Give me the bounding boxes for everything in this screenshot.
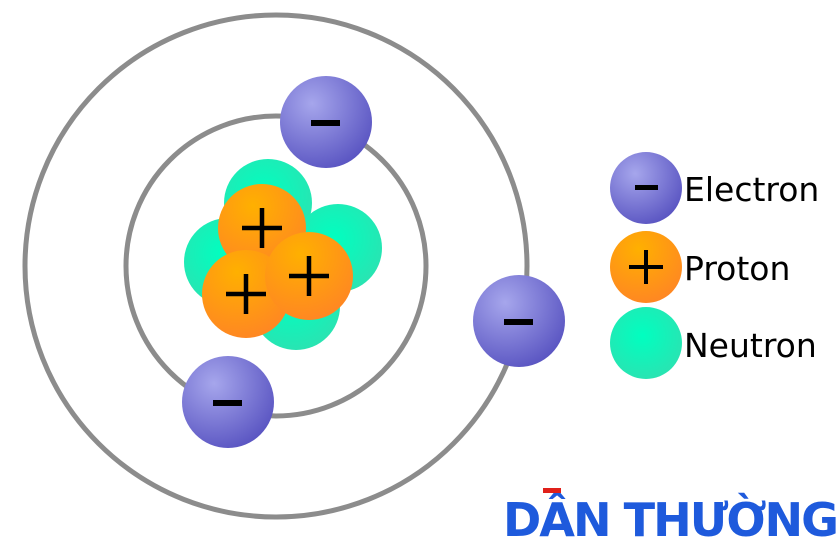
plus-icon — [242, 208, 282, 248]
plus-icon — [629, 250, 663, 284]
minus-icon — [504, 319, 533, 325]
inner-orbit — [123, 113, 429, 419]
proton — [265, 232, 353, 320]
legend-electron-swatch — [610, 152, 682, 224]
minus-icon — [635, 185, 658, 190]
nucleus — [184, 159, 382, 350]
legend-proton-swatch — [610, 231, 682, 303]
electron — [473, 275, 565, 367]
minus-icon — [311, 120, 340, 126]
legend-neutron-swatch — [610, 307, 682, 379]
svg-text:DÂN THƯỜNG: DÂN THƯỜNG — [503, 493, 837, 546]
electron — [182, 356, 274, 448]
legend-electron-label: Electron — [684, 170, 820, 209]
minus-icon — [213, 400, 242, 406]
plus-icon — [289, 256, 329, 296]
watermark-logo: DÂN THƯỜNG — [503, 488, 839, 546]
outer-orbit — [22, 12, 530, 520]
legend-proton-label: Proton — [684, 249, 791, 288]
plus-icon — [226, 274, 266, 314]
legend-neutron-label: Neutron — [684, 326, 817, 365]
electron — [280, 76, 372, 168]
